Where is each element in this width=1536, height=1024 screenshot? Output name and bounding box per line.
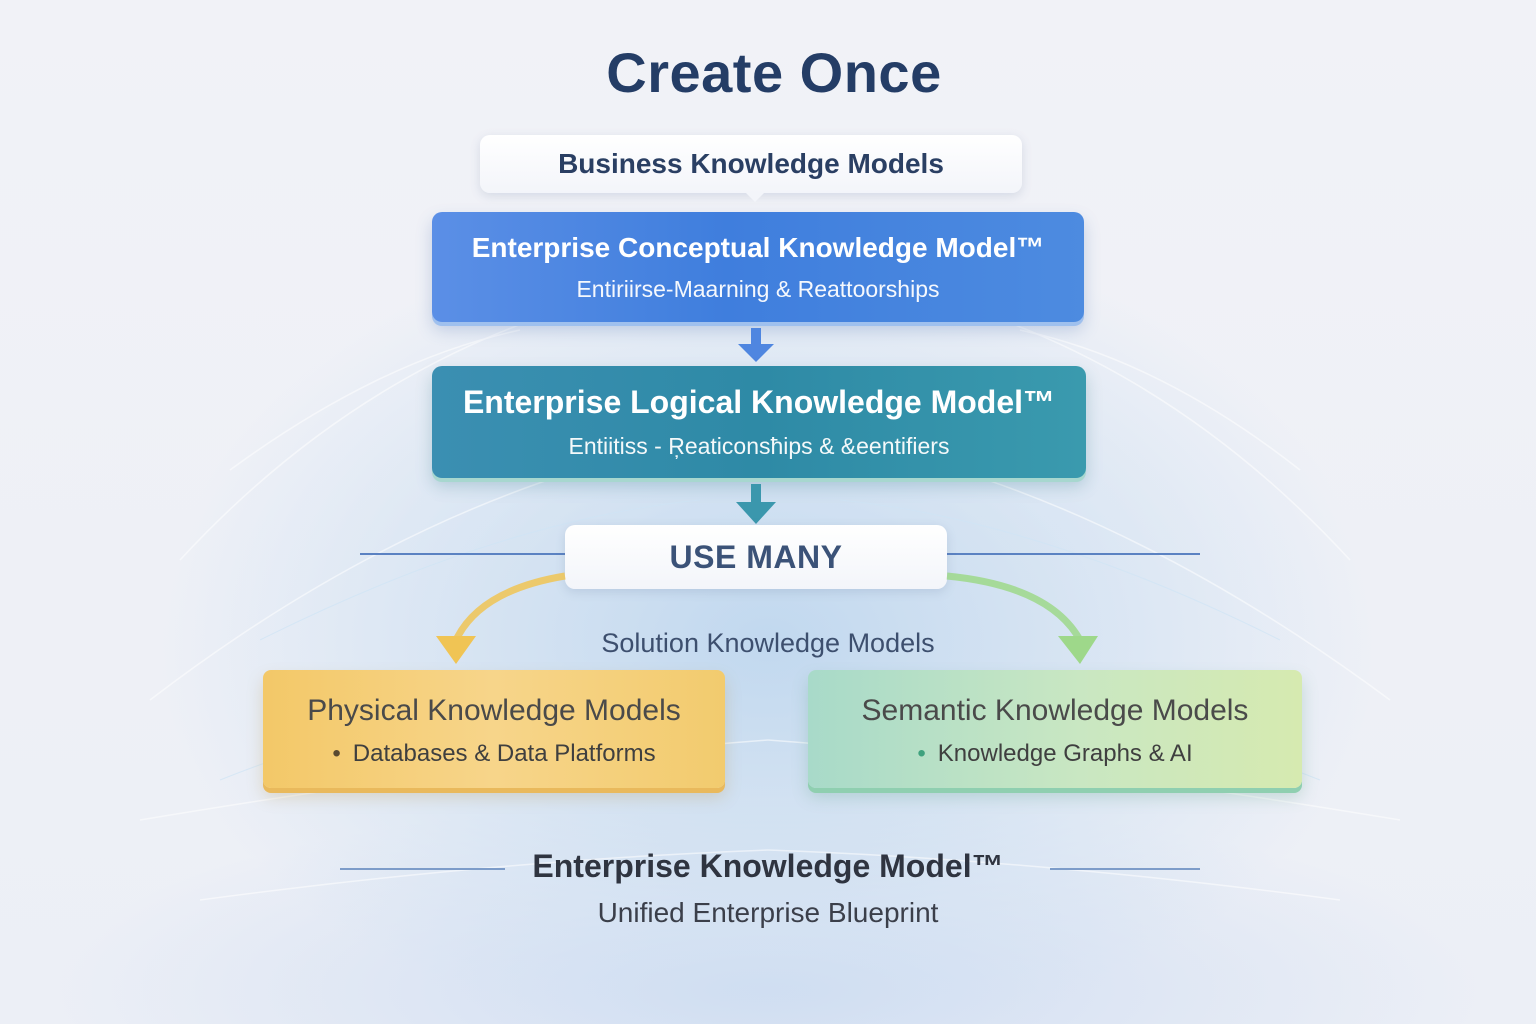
curved-arrow-left-icon [452, 572, 566, 642]
footer-title: Enterprise Knowledge Model™ [532, 848, 1004, 884]
use-many-label: USE MANY [565, 525, 947, 589]
down-arrow-icon [736, 484, 776, 524]
semantic-models-card: Semantic Knowledge Models • Knowledge Gra… [808, 670, 1302, 788]
conceptual-model-box: Enterprise Conceptual Knowledge Model™ E… [432, 212, 1084, 322]
page-title: Create Once [606, 41, 942, 104]
semantic-models-title: Semantic Knowledge Models [861, 694, 1249, 727]
footer-subtitle: Unified Enterprise Blueprint [597, 897, 939, 928]
curved-arrow-right-icon [946, 572, 1084, 642]
use-many-text: USE MANY [669, 539, 843, 575]
bullet-icon: • [332, 740, 341, 767]
arrow-head-right-icon [1058, 636, 1098, 664]
branch-arrows [436, 572, 1098, 664]
logical-model-title: Enterprise Logical Knowledge Model™ [462, 384, 1056, 420]
down-arrow-icon [738, 328, 774, 362]
bullet-icon: • [917, 740, 926, 767]
semantic-models-item-text: Knowledge Graphs & AI [937, 740, 1193, 767]
business-models-text: Business Knowledge Models [558, 148, 944, 179]
physical-models-item-text: Databases & Data Platforms [352, 740, 656, 767]
footer-divider-lines [340, 868, 1200, 870]
conceptual-model-subtitle: Entiriirse-Maarning & Reattoorships [576, 276, 940, 302]
semantic-models-item: • Knowledge Graphs & AI [808, 740, 1302, 768]
logical-model-box: Enterprise Logical Knowledge Model™ Enti… [432, 366, 1086, 478]
physical-models-item: • Databases & Data Platforms [263, 740, 725, 768]
physical-models-card: Physical Knowledge Models • Databases & D… [263, 670, 725, 788]
logical-model-subtitle: Entiitiss - Ŗeaticonsħips & &eentifiers [568, 433, 950, 459]
physical-models-title: Physical Knowledge Models [307, 694, 681, 727]
conceptual-model-title: Enterprise Conceptual Knowledge Model™ [471, 232, 1045, 263]
arrow-head-left-icon [436, 636, 476, 664]
solution-models-label: Solution Knowledge Models [601, 628, 935, 658]
business-models-label: Business Knowledge Models [480, 135, 1022, 202]
